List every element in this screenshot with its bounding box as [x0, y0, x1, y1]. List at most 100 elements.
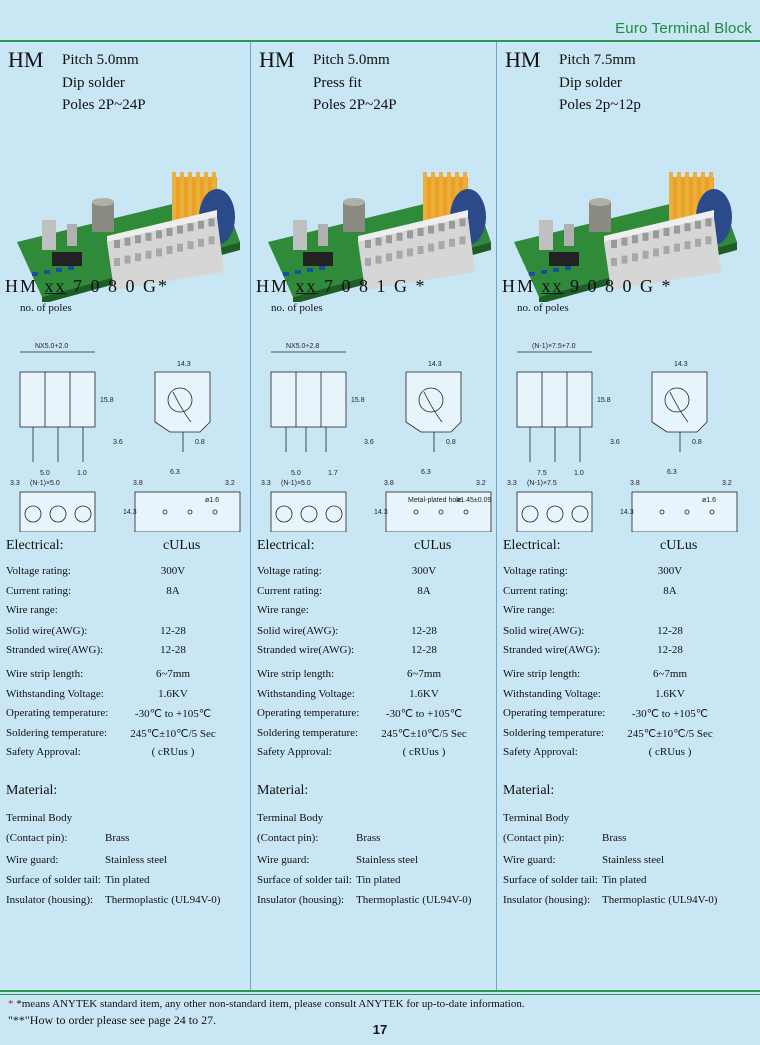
cert-label: cULus [414, 538, 452, 553]
material-heading: Material: [503, 783, 555, 798]
dim-pin: 1.0 [77, 470, 87, 477]
dim-pin: 1.0 [574, 470, 584, 477]
contact-pin-label: (Contact pin): [257, 832, 319, 844]
standard-item-note: * *means ANYTEK standard item, any other… [8, 998, 525, 1010]
product-photo [17, 172, 240, 302]
part-number: HM xx 9 0 8 0 G * [502, 276, 673, 296]
electrical-heading: Electrical: [6, 538, 64, 553]
electrical-heading: Electrical: [257, 538, 315, 553]
mount-spec: Press fit [313, 75, 362, 91]
label-temp: Operating temperature: [257, 707, 360, 719]
label-solder: Soldering temperature: [257, 727, 359, 739]
dim-h: 14.3 [123, 509, 137, 516]
dim-left: 3.8 [384, 480, 394, 487]
dim-dia: ø1.45±0.09 [456, 497, 491, 504]
value-withstand: 1.6KV [158, 688, 188, 700]
label-temp: Operating temperature: [6, 707, 109, 719]
value-strip: 6~7mm [155, 668, 191, 680]
label-wire_range: Wire range: [503, 604, 555, 616]
surface-value: Tin plated [356, 874, 401, 886]
label-approval: Safety Approval: [257, 746, 332, 758]
surface-label: Surface of solder tail: [6, 874, 101, 886]
dim-d: 3.3 [10, 480, 20, 487]
dim-top: NX5.0+2.8 [286, 343, 319, 350]
label-wire_range: Wire range: [6, 604, 58, 616]
contact-pin-value: Brass [105, 832, 130, 844]
label-current: Current rating: [6, 585, 72, 597]
pitch-spec: Pitch 7.5mm [559, 52, 636, 68]
dim-tail: 3.6 [364, 439, 374, 446]
footer-rule-thin [0, 994, 760, 995]
value-stranded: 12-28 [657, 644, 683, 656]
poles-note: no. of poles [20, 302, 72, 314]
dim-top: NX5.0+2.0 [35, 343, 68, 350]
value-strip: 6~7mm [652, 668, 688, 680]
value-approval: ( cRUus ) [402, 746, 446, 758]
value-stranded: 12-28 [160, 644, 186, 656]
terminal-body-label: Terminal Body [6, 812, 73, 824]
contact-pin-value: Brass [356, 832, 381, 844]
value-solder: 245℃±10℃/5 Sec [381, 728, 467, 740]
dim-h: 14.3 [620, 509, 634, 516]
dim-side: 14.3 [674, 361, 688, 368]
label-withstand: Withstanding Voltage: [6, 688, 104, 700]
dimension-drawing: NX5.0+2.8 14.3 15.8 5.0 1.7 (N-1)×5.0 3.… [261, 343, 491, 532]
mount-spec: Dip solder [559, 75, 622, 91]
label-stranded: Stranded wire(AWG): [257, 644, 355, 656]
label-strip: Wire strip length: [6, 668, 84, 680]
value-solder: 245℃±10℃/5 Sec [130, 728, 216, 740]
dim-pitch: 7.5 [537, 470, 547, 477]
material-heading: Material: [6, 783, 58, 798]
product-column: HM Pitch 5.0mm Press fit Poles 2P~24P HM… [250, 42, 496, 990]
value-current: 8A [417, 585, 431, 597]
product-column: HM Pitch 7.5mm Dip solder Poles 2p~12p H… [496, 42, 760, 990]
dim-height: 15.8 [351, 397, 365, 404]
header-rule [0, 40, 760, 42]
insulator-value: Thermoplastic (UL94V-0) [105, 894, 221, 906]
insulator-label: Insulator (housing): [6, 894, 94, 906]
wire-guard-label: Wire guard: [257, 854, 310, 866]
value-temp: -30℃ to +105℃ [631, 708, 709, 720]
wire-guard-label: Wire guard: [503, 854, 556, 866]
dim-half: 6.3 [421, 469, 431, 476]
terminal-body-label: Terminal Body [503, 812, 570, 824]
contact-pin-label: (Contact pin): [6, 832, 68, 844]
dim-tail: 3.6 [610, 439, 620, 446]
dim-pin: 1.7 [328, 470, 338, 477]
value-current: 8A [663, 585, 677, 597]
cert-label: cULus [660, 538, 698, 553]
mount-spec: Dip solder [62, 75, 125, 91]
material-heading: Material: [257, 783, 309, 798]
value-temp: -30℃ to +105℃ [385, 708, 463, 720]
dim-small: 0.8 [692, 439, 702, 446]
poles-note: no. of poles [271, 302, 323, 314]
dim-d: 3.3 [261, 480, 271, 487]
footer-rule [0, 990, 760, 992]
dim-left: 3.8 [630, 480, 640, 487]
poles-spec: Poles 2p~12p [559, 97, 641, 113]
dim-right: 3.2 [225, 480, 235, 487]
series-name: HM [8, 47, 44, 72]
dim-side: 14.3 [428, 361, 442, 368]
label-solder: Soldering temperature: [503, 727, 605, 739]
value-strip: 6~7mm [406, 668, 442, 680]
label-voltage: Voltage rating: [257, 565, 322, 577]
label-solid: Solid wire(AWG): [503, 625, 585, 637]
dim-right: 3.2 [722, 480, 732, 487]
contact-pin-label: (Contact pin): [503, 832, 565, 844]
surface-label: Surface of solder tail: [257, 874, 352, 886]
drawing-note: Metal-plated hole [408, 497, 462, 504]
dim-h: 14.3 [374, 509, 388, 516]
insulator-value: Thermoplastic (UL94V-0) [356, 894, 472, 906]
label-strip: Wire strip length: [257, 668, 335, 680]
dim-pitch: 5.0 [40, 470, 50, 477]
label-voltage: Voltage rating: [503, 565, 568, 577]
label-withstand: Withstanding Voltage: [503, 688, 601, 700]
value-voltage: 300V [411, 565, 437, 577]
poles-spec: Poles 2P~24P [313, 97, 397, 113]
surface-value: Tin plated [105, 874, 150, 886]
catalog-section-title: Euro Terminal Block [615, 20, 752, 37]
dim-tail: 3.6 [113, 439, 123, 446]
product-column: HM Pitch 5.0mm Dip solder Poles 2P~24P H… [0, 42, 250, 990]
label-approval: Safety Approval: [503, 746, 578, 758]
